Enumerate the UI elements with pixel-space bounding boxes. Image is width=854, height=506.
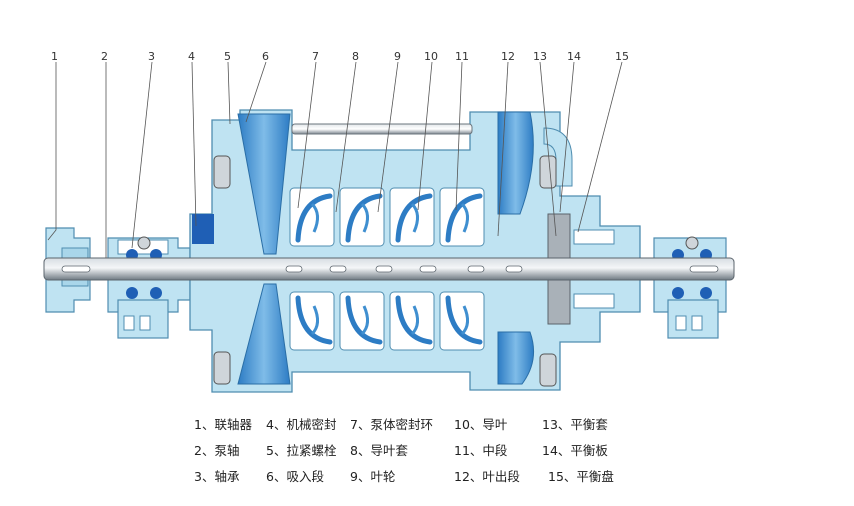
tie-bolt (291, 123, 473, 135)
pump-shaft (43, 257, 735, 281)
balance-assembly (547, 213, 615, 325)
left-bearing-housing (107, 236, 191, 339)
impellers (295, 193, 483, 345)
casing-bolts (213, 155, 557, 387)
right-bearing-housing (653, 236, 727, 339)
guide-vanes (310, 202, 469, 336)
suction-section (237, 113, 291, 385)
callout-leaders (47, 61, 623, 258)
mechanical-seal (192, 214, 214, 244)
